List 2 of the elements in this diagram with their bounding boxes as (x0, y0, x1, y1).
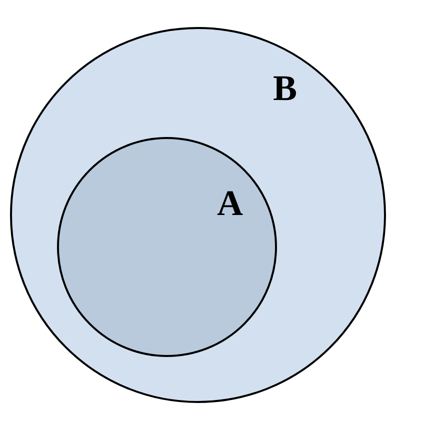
set-label: A (217, 185, 243, 221)
set-label: B (273, 70, 297, 106)
